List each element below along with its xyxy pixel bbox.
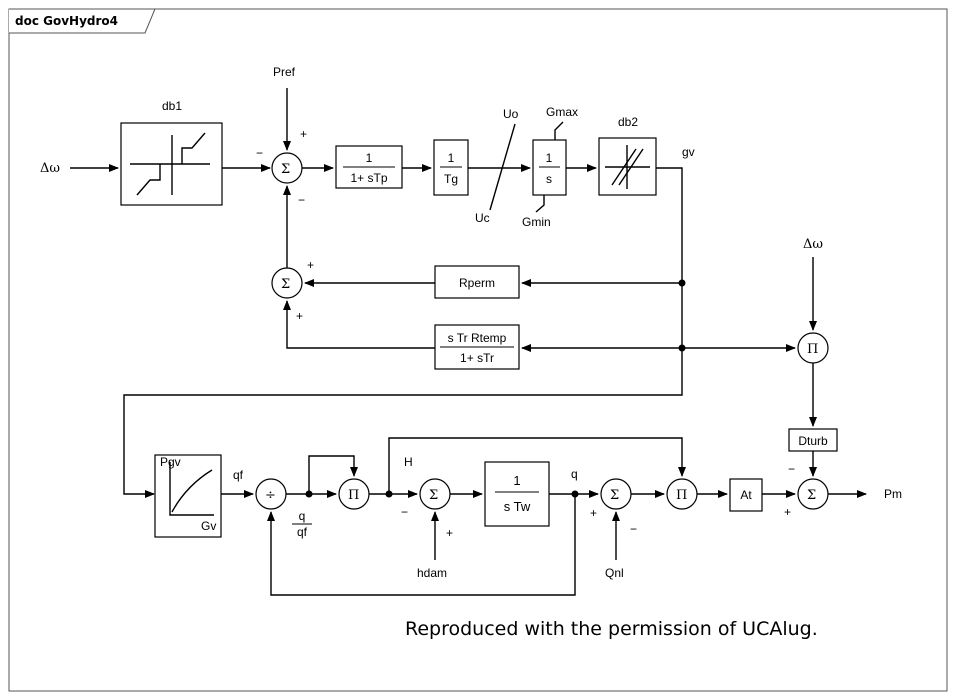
sum5-symbol: Σ <box>807 488 816 503</box>
input-delta-omega-2: Δω <box>803 237 823 252</box>
permission-note: Reproduced with the permission of UCAlug… <box>405 618 818 640</box>
at-block <box>729 478 763 512</box>
mult2-symbol: Π <box>676 488 687 503</box>
sum3-sign-bottom: + <box>446 526 453 540</box>
rperm-block <box>434 265 520 299</box>
limit-gmin: Gmin <box>522 215 551 229</box>
signal-q: q <box>571 467 578 481</box>
input-qnl: Qnl <box>605 566 624 580</box>
input-delta-omega: Δω <box>40 161 60 176</box>
signal-div-den: qf <box>297 525 308 539</box>
tp-den: 1+ sTp <box>350 171 387 185</box>
rate-limiter-slash <box>489 123 516 211</box>
sum2-symbol: Σ <box>281 277 290 292</box>
rtemp-num: s Tr Rtemp <box>448 331 507 345</box>
pgv-axis-y: Pgv <box>160 455 181 469</box>
limit-uo: Uo <box>503 107 519 121</box>
sum2-sign-right: + <box>307 258 314 272</box>
signal-h: H <box>404 455 413 469</box>
tg-den: Tg <box>444 172 458 186</box>
signal-gv: gv <box>682 145 695 159</box>
signal-qf: qf <box>233 468 244 482</box>
db2-label: db2 <box>618 115 638 129</box>
at-label: At <box>740 488 752 502</box>
input-hdam: hdam <box>417 566 447 580</box>
tw-block <box>484 461 550 527</box>
tg-num: 1 <box>448 151 455 165</box>
wire-square-loop <box>308 455 358 494</box>
deadband-glyph-icon <box>130 132 210 196</box>
db1-label: db1 <box>162 99 182 113</box>
rtemp-den: 1+ sTr <box>460 351 494 365</box>
signal-div-num: q <box>299 509 306 523</box>
limit-uc: Uc <box>475 211 490 225</box>
int-den: s <box>546 172 552 186</box>
backlash-glyph-icon <box>605 145 650 189</box>
wire-q-feedback <box>267 494 576 596</box>
frame-title: doc GovHydro4 <box>15 14 118 28</box>
wire-h-mult2 <box>388 437 686 494</box>
sum4-symbol: Σ <box>610 488 619 503</box>
sum5-sign-top: − <box>788 462 795 476</box>
sum4-sign-left: + <box>590 506 597 520</box>
gmin-limit-tick <box>535 195 545 213</box>
wire-gv-to-pgv <box>123 167 683 498</box>
tw-num: 1 <box>513 473 520 488</box>
pgv-curve-icon <box>169 462 214 516</box>
wire-rtemp-sum2 <box>283 300 435 349</box>
sum1-sign-left: − <box>256 146 263 160</box>
pgv-block <box>154 454 222 538</box>
limit-gmax: Gmax <box>546 105 578 119</box>
mult-dturb-symbol: Π <box>807 342 818 357</box>
gmax-limit-tick <box>554 121 564 140</box>
rperm-label: Rperm <box>459 276 495 290</box>
sum4-sign-bottom: − <box>630 522 637 536</box>
mult1-symbol: Π <box>348 488 359 503</box>
input-pref: Pref <box>273 65 296 79</box>
sum1-symbol: Σ <box>281 162 290 177</box>
dturb-label: Dturb <box>798 434 828 448</box>
sum5-sign-left: + <box>784 505 791 519</box>
sum2-sign-bottom: + <box>296 309 303 323</box>
sum1-sign-bottom: − <box>298 193 305 207</box>
int-num: 1 <box>546 151 553 165</box>
pgv-axis-x: Gv <box>201 519 216 533</box>
sum1-sign-pref: + <box>300 127 307 141</box>
tw-den: s Tw <box>504 499 531 514</box>
sum3-sign-left: − <box>401 505 408 519</box>
divide-symbol: ÷ <box>265 488 276 503</box>
tp-num: 1 <box>366 151 373 165</box>
output-pm: Pm <box>884 487 902 501</box>
frame-tab <box>9 8 156 34</box>
sum3-symbol: Σ <box>429 488 438 503</box>
diagram-frame <box>8 8 948 692</box>
